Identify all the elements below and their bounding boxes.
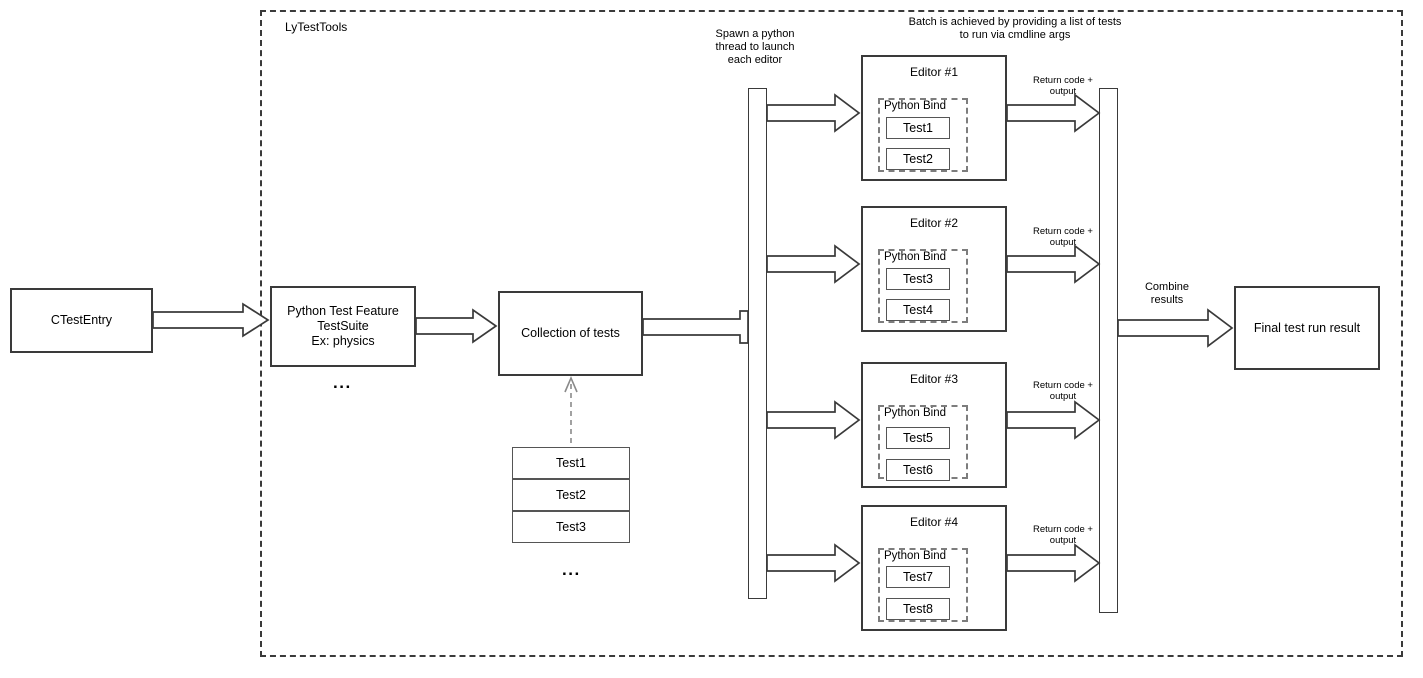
- editor-4-title: Editor #4: [909, 515, 959, 529]
- editor-1-test-1-label: Test1: [903, 121, 933, 135]
- ellipsis-test-stack: ...: [562, 560, 581, 579]
- annotation-spawn-thread: Spawn a python thread to launch each edi…: [715, 28, 795, 66]
- test-stack-item-2[interactable]: Test2: [512, 479, 630, 511]
- editor-3-test-1[interactable]: Test5: [886, 427, 950, 449]
- editor-1-python-bind-title: Python Bind: [882, 100, 949, 112]
- node-python-test-feature-label: Python Test Feature TestSuite Ex: physic…: [287, 304, 399, 348]
- editor-4-test-1-label: Test7: [903, 570, 933, 584]
- lytesttools-boundary: [260, 10, 1403, 657]
- editor-2-test-2[interactable]: Test4: [886, 299, 950, 321]
- node-ctest-entry-label: CTestEntry: [50, 313, 113, 327]
- editor-3-test-2[interactable]: Test6: [886, 459, 950, 481]
- editor-4-python-bind-group: [878, 548, 968, 622]
- node-python-test-feature[interactable]: Python Test Feature TestSuite Ex: physic…: [270, 286, 416, 367]
- editor-4-python-bind-title: Python Bind: [882, 550, 949, 562]
- editor-4-test-2-label: Test8: [903, 602, 933, 616]
- fork-bar: [748, 88, 767, 599]
- arrow-ctest-to-feature: [152, 302, 270, 338]
- test-stack-item-1[interactable]: Test1: [512, 447, 630, 479]
- editor-2-test-1[interactable]: Test3: [886, 268, 950, 290]
- editor-2-python-bind-title: Python Bind: [882, 251, 949, 263]
- node-collection-of-tests-label: Collection of tests: [521, 326, 620, 340]
- editor-4-test-1[interactable]: Test7: [886, 566, 950, 588]
- editor-2-test-1-label: Test3: [903, 272, 933, 286]
- editor-3-test-2-label: Test6: [903, 463, 933, 477]
- node-ctest-entry[interactable]: CTestEntry: [10, 288, 153, 353]
- annotation-combine-results: Combine results: [1144, 281, 1190, 306]
- editor-2-test-2-label: Test4: [903, 303, 933, 317]
- test-stack-item-3[interactable]: Test3: [512, 511, 630, 543]
- editor-1-python-bind-group: [878, 98, 968, 172]
- test-stack-item-3-label: Test3: [556, 520, 586, 534]
- editor-1-test-2[interactable]: Test2: [886, 148, 950, 170]
- test-stack-item-1-label: Test1: [556, 456, 586, 470]
- editor-4-test-2[interactable]: Test8: [886, 598, 950, 620]
- return-code-label-editor-1: Return code + output: [1033, 75, 1093, 97]
- join-bar: [1099, 88, 1118, 613]
- node-collection-of-tests[interactable]: Collection of tests: [498, 291, 643, 376]
- return-code-label-editor-2: Return code + output: [1033, 226, 1093, 248]
- editor-1-test-2-label: Test2: [903, 152, 933, 166]
- return-code-label-editor-4: Return code + output: [1033, 524, 1093, 546]
- editor-3-test-1-label: Test5: [903, 431, 933, 445]
- lytesttools-boundary-title: LyTestTools: [285, 20, 348, 34]
- test-stack-item-2-label: Test2: [556, 488, 586, 502]
- editor-1-title: Editor #1: [909, 65, 959, 79]
- editor-1-test-1[interactable]: Test1: [886, 117, 950, 139]
- node-final-test-run-result-label: Final test run result: [1253, 320, 1361, 335]
- editor-3-title: Editor #3: [909, 372, 959, 386]
- editor-2-python-bind-group: [878, 249, 968, 323]
- ellipsis-python-test-feature: ...: [333, 373, 352, 392]
- return-code-label-editor-3: Return code + output: [1033, 380, 1093, 402]
- editor-3-python-bind-title: Python Bind: [882, 407, 949, 419]
- annotation-batch: Batch is achieved by providing a list of…: [908, 16, 1122, 41]
- editor-2-title: Editor #2: [909, 216, 959, 230]
- node-final-test-run-result[interactable]: Final test run result: [1234, 286, 1380, 370]
